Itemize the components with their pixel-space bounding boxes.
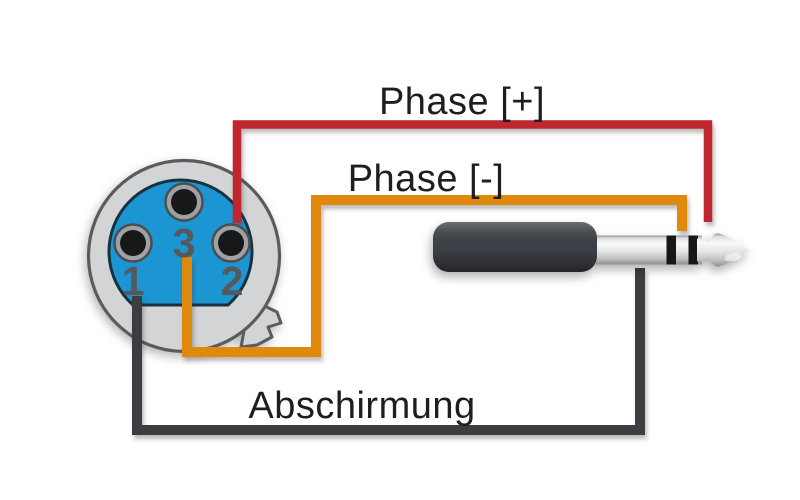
pin1-core xyxy=(120,230,146,256)
jack-tip xyxy=(697,233,749,267)
xlr-face xyxy=(107,178,254,307)
label-phase-positive: Phase [+] xyxy=(379,81,545,123)
pin1-number: 1 xyxy=(122,258,145,304)
wire-phase-positive xyxy=(232,120,713,223)
pin3-number: 3 xyxy=(173,220,196,266)
pin2-number: 2 xyxy=(221,258,244,304)
label-shield: Abschirmung xyxy=(248,385,475,427)
jack-insulator-band-1 xyxy=(666,235,676,265)
xlr-pins: 3 1 2 xyxy=(113,182,251,304)
jack-shaft xyxy=(596,235,702,265)
trs-jack xyxy=(433,222,749,272)
jack-handle-shading xyxy=(433,222,597,272)
wires xyxy=(132,120,713,435)
xlr-pin-1 xyxy=(113,223,153,263)
label-phase-negative: Phase [-] xyxy=(348,158,505,200)
jack-tip-highlight xyxy=(724,252,742,262)
xlr-pin-2 xyxy=(211,223,251,263)
wire-phase-negative xyxy=(182,195,687,357)
wire-labels: Phase [+] Phase [-] Abschirmung xyxy=(248,81,545,427)
wire-shield xyxy=(132,268,645,435)
jack-insulator-band-2 xyxy=(688,235,698,265)
pin3-core xyxy=(171,189,197,215)
xlr-pin-3 xyxy=(164,182,204,222)
pin2-core xyxy=(218,230,244,256)
